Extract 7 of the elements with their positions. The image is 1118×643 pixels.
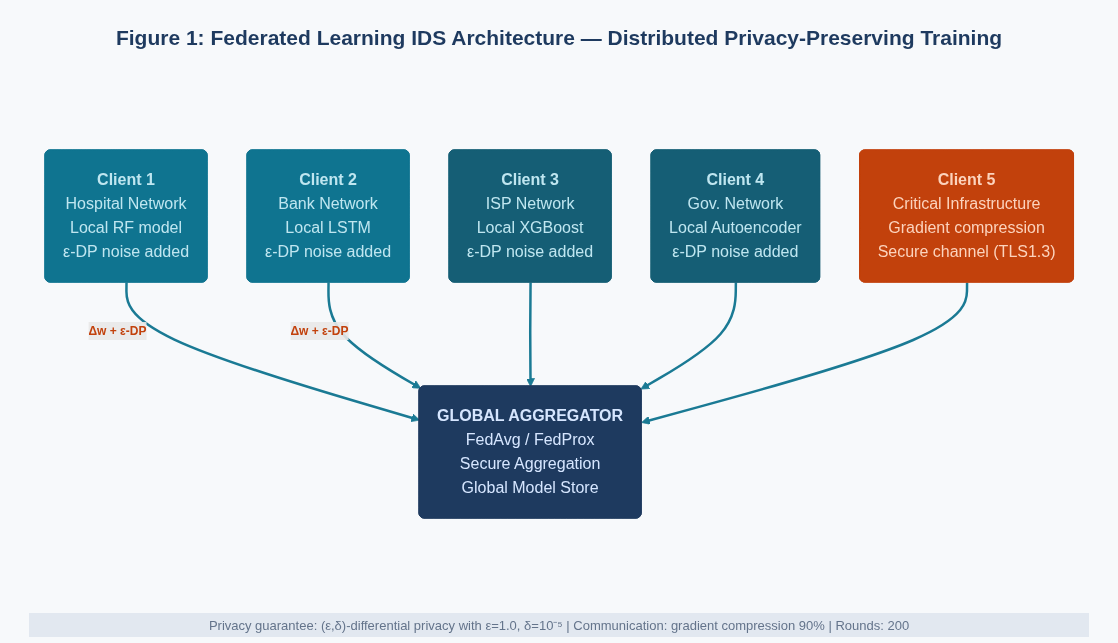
- diagram-title: Figure 1: Federated Learning IDS Architecture — Distributed Privacy-Preserving Training: [115, 26, 1003, 50]
- edge-label: Δw + ε-DP: [88, 323, 147, 338]
- edge-label: Δw + ε-DP: [290, 323, 349, 338]
- footer-note: Privacy guarantee: (ε,δ)-differential privacy with ε=1.0, δ=10⁻⁵ | Communication: gradient compression 90% | Rounds: 200: [29, 613, 1089, 637]
- arrow: [525, 282, 535, 387]
- arrow: [640, 282, 969, 425]
- arrow: [640, 282, 737, 389]
